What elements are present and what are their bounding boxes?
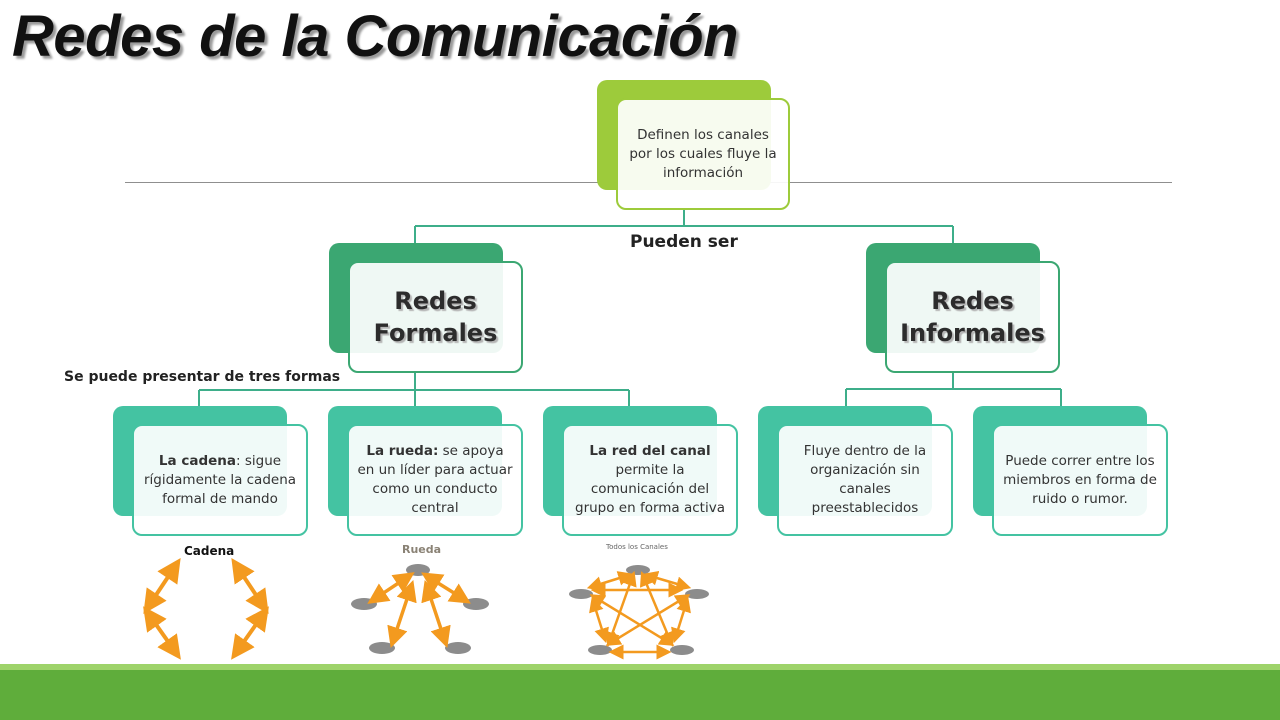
- informal-node-title: Redes Informales: [900, 287, 1045, 347]
- slide-title: Redes de la Comunicación: [12, 4, 739, 69]
- canal-node-rest: permite la comunicación del grupo en for…: [575, 462, 725, 516]
- fluye-node-text: Fluye dentro de la organización sin cana…: [803, 443, 927, 516]
- root-node-box: Definen los canales por los cuales fluye…: [616, 98, 790, 210]
- formal-node-box: Redes Formales: [348, 261, 523, 373]
- ruido-node-box: Puede correr entre los miembros en forma…: [992, 424, 1168, 536]
- canal-node-box: La red del canal permite la comunicación…: [562, 424, 738, 536]
- footer-bar: [0, 670, 1280, 720]
- cadena-node-text: La cadena: sigue rígidamente la cadena f…: [142, 452, 298, 509]
- canal-node-bold: La red del canal: [589, 443, 711, 459]
- rueda-caption: Rueda: [402, 543, 442, 556]
- canal-node-text: La red del canal permite la comunicación…: [572, 442, 728, 518]
- todos-canales-network-icon: [569, 565, 709, 660]
- cadena-node-bold: La cadena: [158, 452, 236, 469]
- formal-node-title: Redes Formales: [373, 287, 498, 347]
- rueda-node-text: La rueda: se apoya en un líder para actu…: [357, 442, 513, 518]
- tres-formas-label: Se puede presentar de tres formas: [64, 369, 341, 385]
- pueden-ser-label: Pueden ser: [630, 232, 738, 252]
- rueda-network-icon: [351, 564, 489, 654]
- fluye-node-box: Fluye dentro de la organización sin cana…: [777, 424, 953, 536]
- ruido-node-text: Puede correr entre los miembros en forma…: [1003, 452, 1157, 507]
- footer-accent-line: [0, 664, 1280, 670]
- cadena-node-rest: : sigue rígidamente la cadena formal de …: [143, 452, 297, 507]
- informal-node-box: Redes Informales: [885, 261, 1060, 373]
- cadena-node-box: La cadena: sigue rígidamente la cadena f…: [132, 424, 308, 536]
- cadena-caption: Cadena: [184, 544, 235, 558]
- rueda-node-box: La rueda: se apoya en un líder para actu…: [347, 424, 523, 536]
- rueda-node-bold: La rueda:: [366, 443, 439, 459]
- todos-caption: Todos los Canales: [606, 543, 668, 551]
- cadena-network-icon: [143, 558, 269, 660]
- rueda-node-rest: se apoya en un líder para actuar como un…: [357, 443, 513, 516]
- root-node-text: Definen los canales por los cuales fluye…: [629, 126, 777, 181]
